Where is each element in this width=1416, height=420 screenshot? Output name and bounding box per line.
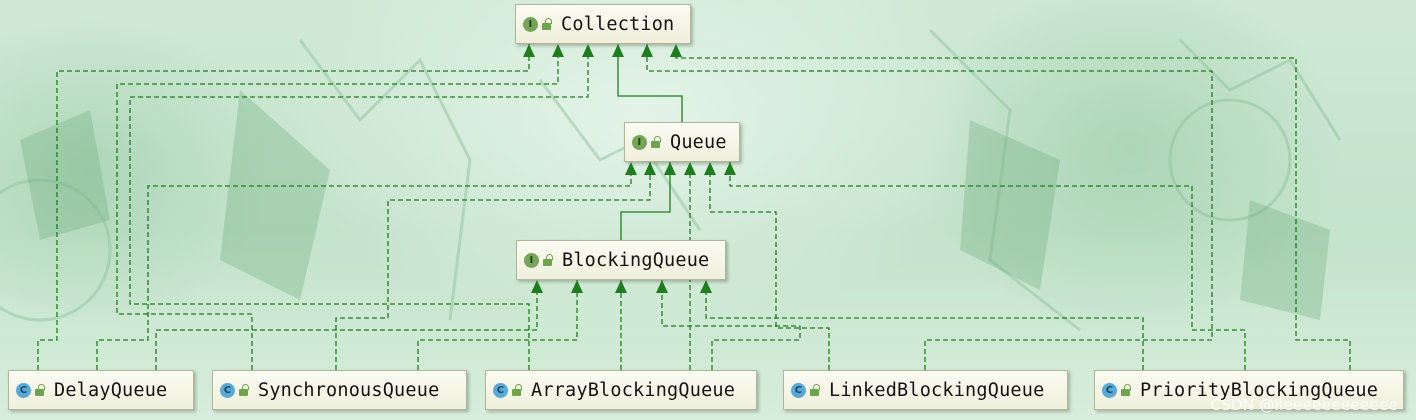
- node-linkedblockingqueue[interactable]: C LinkedBlockingQueue: [783, 370, 1068, 410]
- node-label: SynchronousQueue: [258, 379, 440, 401]
- class-icon: C: [16, 382, 31, 398]
- lock-icon: [512, 384, 522, 396]
- arrow-head: [625, 162, 637, 175]
- edge-arrayblockingqueue-to-collection: [129, 44, 594, 370]
- edge-line: [709, 162, 830, 370]
- edge-synchronousqueue-to-blockingqueue: [417, 280, 583, 370]
- arrow-head: [664, 162, 676, 175]
- lock-icon: [651, 136, 661, 148]
- node-label: BlockingQueue: [562, 249, 710, 271]
- lock-icon: [542, 18, 552, 30]
- arrow-head: [571, 280, 583, 293]
- edge-queue-to-collection: [612, 44, 683, 122]
- edge-arrayblockingqueue-to-blockingqueue: [615, 280, 627, 370]
- node-label: DelayQueue: [54, 379, 168, 401]
- edge-linkedblockingqueue-to-queue: [704, 162, 830, 370]
- node-label: ArrayBlockingQueue: [531, 379, 736, 401]
- class-icon: C: [493, 382, 508, 398]
- edge-line: [129, 44, 589, 370]
- watermark: CSDN @lleeeeeeeeeeee: [1210, 396, 1398, 414]
- arrow-head: [531, 280, 543, 293]
- edge-line: [155, 280, 538, 370]
- arrow-head: [615, 280, 627, 293]
- arrow-head: [700, 280, 712, 293]
- edge-delayqueue-to-collection: [37, 44, 535, 370]
- arrow-head: [523, 44, 535, 57]
- lock-icon: [543, 254, 553, 266]
- node-priorityblockingqueue[interactable]: C PriorityBlockingQueue: [1094, 370, 1404, 410]
- arrow-head: [582, 44, 594, 57]
- edge-line: [617, 44, 683, 122]
- edge-priorityblockingqueue-to-queue: [724, 162, 1246, 370]
- lock-icon: [239, 384, 249, 396]
- edge-synchronousqueue-to-queue: [335, 162, 656, 370]
- edge-line: [96, 162, 632, 370]
- class-icon: C: [791, 382, 806, 398]
- node-collection[interactable]: I Collection: [515, 4, 691, 44]
- edge-line: [417, 280, 578, 370]
- arrow-head: [724, 162, 736, 175]
- node-label: LinkedBlockingQueue: [829, 379, 1045, 401]
- edge-linkedblockingqueue-to-blockingqueue: [656, 280, 801, 370]
- interface-icon: I: [524, 252, 539, 268]
- edge-delayqueue-to-blockingqueue: [155, 280, 543, 370]
- edge-line: [646, 44, 1213, 370]
- edge-priorityblockingqueue-to-blockingqueue: [700, 280, 1144, 370]
- node-delayqueue[interactable]: C DelayQueue: [8, 370, 194, 410]
- node-label: Queue: [670, 131, 727, 153]
- arrow-head: [552, 44, 564, 57]
- node-synchronousqueue[interactable]: C SynchronousQueue: [212, 370, 467, 410]
- edge-line: [620, 162, 671, 240]
- lock-icon: [810, 384, 820, 396]
- arrow-head: [612, 44, 624, 57]
- edge-line: [705, 280, 1144, 370]
- edge-line: [37, 44, 530, 370]
- arrow-head: [644, 162, 656, 175]
- node-blockingqueue[interactable]: I BlockingQueue: [516, 240, 726, 280]
- edge-line: [661, 280, 801, 370]
- edge-line: [116, 44, 559, 370]
- class-icon: C: [220, 382, 235, 398]
- arrow-head: [684, 162, 696, 175]
- lock-icon: [35, 384, 45, 396]
- lock-icon: [1121, 384, 1131, 396]
- arrow-head: [641, 44, 653, 57]
- node-arrayblockingqueue[interactable]: C ArrayBlockingQueue: [485, 370, 757, 410]
- edge-blockingqueue-to-queue: [620, 162, 676, 240]
- edge-delayqueue-to-queue: [96, 162, 637, 370]
- edge-synchronousqueue-to-collection: [116, 44, 564, 370]
- arrow-head: [670, 44, 682, 57]
- arrow-head: [656, 280, 668, 293]
- edge-line: [729, 162, 1246, 370]
- edge-line: [675, 44, 1351, 370]
- arrow-head: [704, 162, 716, 175]
- interface-icon: I: [632, 134, 647, 150]
- node-queue[interactable]: I Queue: [624, 122, 740, 162]
- edge-line: [335, 162, 651, 370]
- edge-priorityblockingqueue-to-collection: [670, 44, 1351, 370]
- node-label: PriorityBlockingQueue: [1140, 379, 1379, 401]
- interface-icon: I: [523, 16, 538, 32]
- node-label: Collection: [561, 13, 675, 35]
- edge-linkedblockingqueue-to-collection: [641, 44, 1213, 370]
- class-icon: C: [1102, 382, 1117, 398]
